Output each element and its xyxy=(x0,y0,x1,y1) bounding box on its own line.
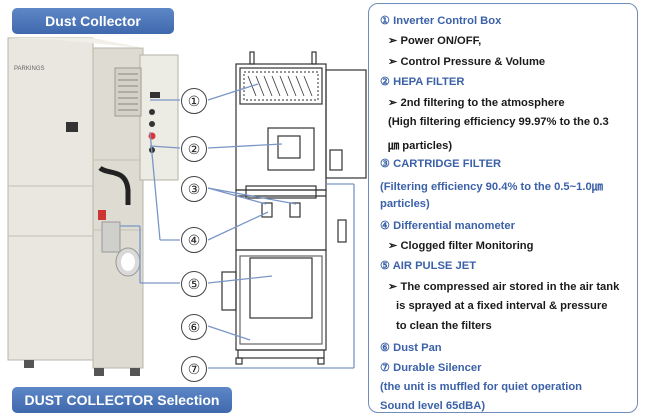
item-durable-silencer: ⑦ Durable Silencer xyxy=(380,362,482,374)
item-hepa-filter: ② HEPA FILTER xyxy=(380,76,465,88)
selection-button[interactable]: DUST COLLECTOR Selection xyxy=(12,387,232,413)
callout-6: ⑥ xyxy=(181,314,207,340)
technical-drawing xyxy=(120,51,367,369)
item-compressed-air: ➢ The compressed air stored in the air t… xyxy=(388,281,620,293)
page-title: Dust Collector xyxy=(12,8,174,34)
dust-collector-photo: PARKINGS xyxy=(7,37,179,376)
callout-4: ④ xyxy=(181,227,207,253)
callout-3: ③ xyxy=(181,176,207,202)
callout-1: ① xyxy=(181,88,207,114)
item-air-pulse-jet: ⑤ AIR PULSE JET xyxy=(380,260,477,272)
item-clean-filters: to clean the filters xyxy=(396,320,492,332)
item-differential-manometer: ④ Differential manometer xyxy=(380,220,515,232)
callout-2: ② xyxy=(181,136,207,162)
callout-5: ⑤ xyxy=(181,271,207,297)
callout-7: ⑦ xyxy=(181,356,207,382)
item-control-pressure: ➢ Control Pressure & Volume xyxy=(388,56,546,68)
description-panel xyxy=(368,3,638,413)
item-inverter-control-box: ① Inverter Control Box xyxy=(380,15,502,27)
item-cartridge-efficiency: (Filtering efficiency 90.4% to the 0.5~1… xyxy=(380,181,603,193)
item-muffled-operation: (the unit is muffled for quiet operation xyxy=(380,381,582,393)
item-cartridge-filter: ③ CARTRIDGE FILTER xyxy=(380,158,502,170)
item-cartridge-particles: particles) xyxy=(380,198,430,210)
item-sound-level: Sound level 65dBA) xyxy=(380,400,486,412)
item-hepa-particles: ㎛ particles) xyxy=(388,140,453,152)
item-hepa-efficiency: (High filtering efficiency 99.97% to the… xyxy=(388,116,609,128)
item-sprayed-interval: is sprayed at a fixed interval & pressur… xyxy=(396,300,608,312)
nameplate-logo: PARKINGS xyxy=(14,66,45,72)
item-second-filtering: ➢ 2nd filtering to the atmosphere xyxy=(388,97,565,109)
item-clogged-filter: ➢ Clogged filter Monitoring xyxy=(388,240,534,252)
item-power-on-off: ➢ Power ON/OFF, xyxy=(388,35,482,47)
item-dust-pan: ⑥ Dust Pan xyxy=(380,342,442,354)
